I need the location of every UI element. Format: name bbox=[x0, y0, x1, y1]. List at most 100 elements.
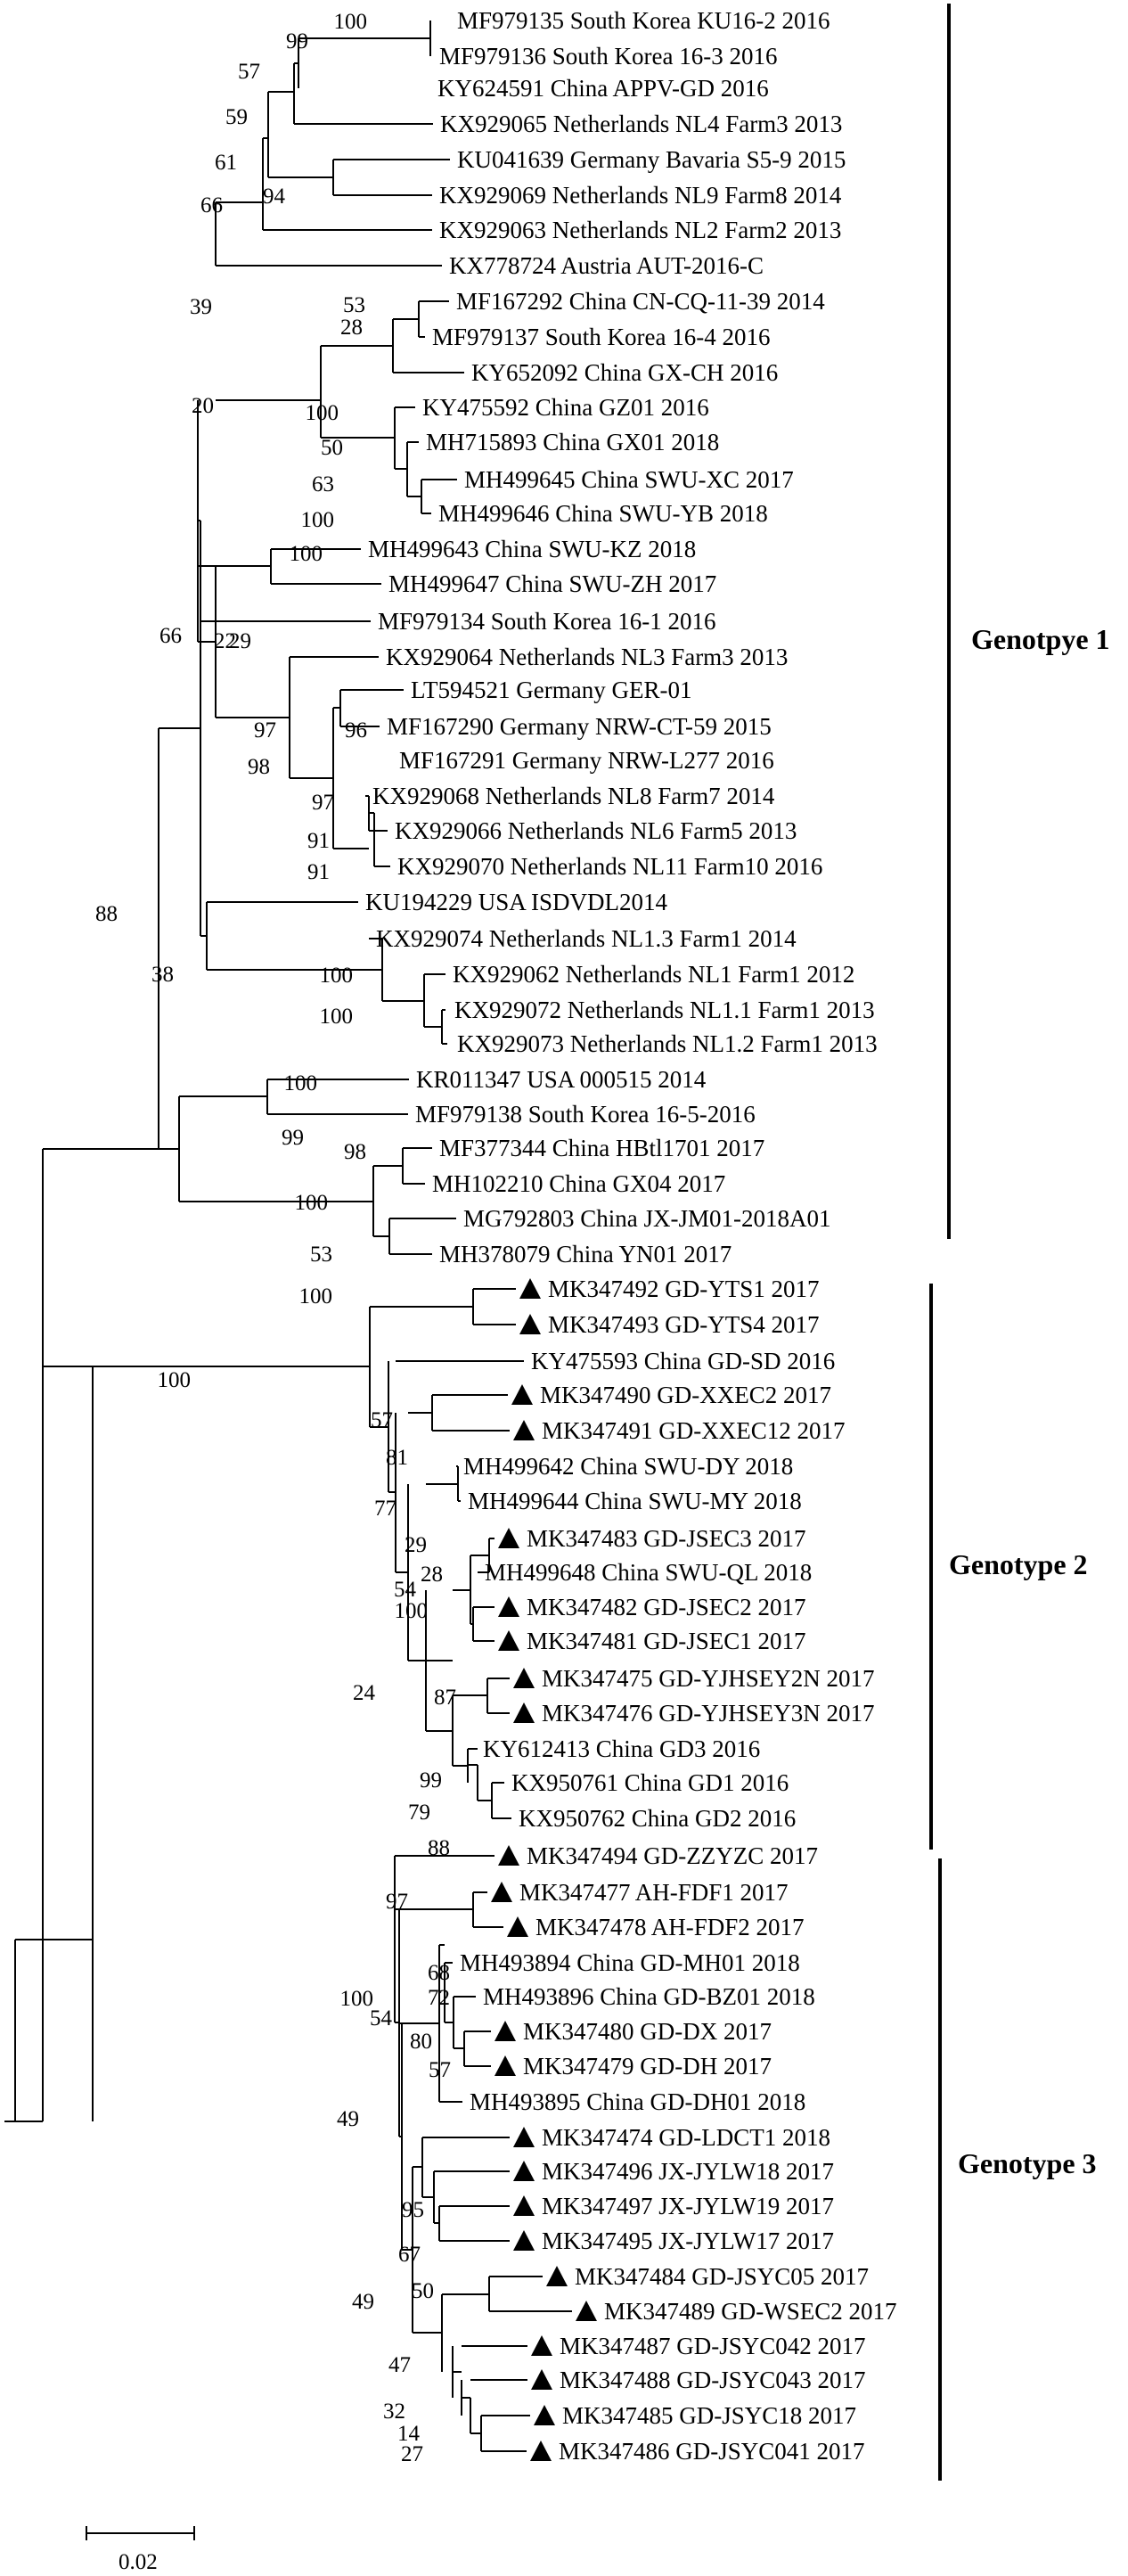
bootstrap-value: 100 bbox=[299, 1284, 333, 1309]
bootstrap-value: 39 bbox=[190, 295, 212, 319]
triangle-icon bbox=[519, 1314, 541, 1334]
triangle-icon bbox=[491, 1882, 512, 1902]
bootstrap-value: 53 bbox=[310, 1243, 332, 1267]
leaf-label: KX950762 China GD2 2016 bbox=[519, 1805, 796, 1832]
leaf-labels: MF979135 South Korea KU16-2 2016MF979136… bbox=[365, 7, 897, 2465]
bootstrap-value: 95 bbox=[402, 2198, 424, 2222]
leaf-label: MF167291 Germany NRW-L277 2016 bbox=[399, 747, 774, 774]
leaf-label: MK347488 GD-JSYC043 2017 bbox=[560, 2367, 866, 2393]
leaf-label: MF167290 Germany NRW-CT-59 2015 bbox=[387, 713, 772, 740]
leaf-label: MF167292 China CN-CQ-11-39 2014 bbox=[456, 288, 825, 315]
leaf-label: MK347494 GD-ZZYZC 2017 bbox=[527, 1842, 818, 1869]
bootstrap-value: 54 bbox=[370, 2006, 393, 2030]
bootstrap-value: 20 bbox=[192, 394, 214, 418]
bootstrap-value: 14 bbox=[397, 2422, 421, 2446]
triangle-icon bbox=[511, 1384, 533, 1405]
leaf-label: KX929062 Netherlands NL1 Farm1 2012 bbox=[453, 961, 854, 988]
leaf-label: KY475593 China GD-SD 2016 bbox=[531, 1348, 835, 1374]
bootstrap-value: 97 bbox=[254, 718, 276, 742]
bootstrap-value: 50 bbox=[412, 2279, 434, 2303]
bootstrap-value: 100 bbox=[284, 1071, 318, 1095]
leaf-label: KX950761 China GD1 2016 bbox=[511, 1769, 789, 1796]
bootstrap-value: 100 bbox=[295, 1191, 329, 1215]
leaf-label: MK347480 GD-DX 2017 bbox=[523, 2018, 772, 2045]
leaf-label: MF979138 South Korea 16-5-2016 bbox=[415, 1101, 756, 1128]
leaf-label: MH499643 China SWU-KZ 2018 bbox=[368, 536, 696, 562]
leaf-label: MH499646 China SWU-YB 2018 bbox=[438, 500, 768, 527]
triangle-icon bbox=[546, 2266, 568, 2286]
bootstrap-value: 61 bbox=[215, 151, 237, 175]
bootstrap-value: 100 bbox=[306, 401, 339, 425]
triangle-icon bbox=[513, 2161, 535, 2181]
bootstrap-value: 63 bbox=[312, 472, 334, 496]
bootstrap-value: 72 bbox=[428, 1986, 450, 2010]
leaf-label: KR011347 USA 000515 2014 bbox=[416, 1066, 707, 1093]
bootstrap-value: 100 bbox=[395, 1599, 429, 1623]
bootstrap-value: 22 bbox=[214, 629, 236, 653]
leaf-label: KX929063 Netherlands NL2 Farm2 2013 bbox=[439, 217, 841, 243]
triangle-icon bbox=[513, 1668, 535, 1688]
triangle-icon bbox=[498, 1630, 519, 1651]
triangle-markers bbox=[491, 1278, 597, 2461]
triangle-icon bbox=[530, 2441, 552, 2461]
bootstrap-value: 28 bbox=[340, 316, 363, 340]
bootstrap-value: 49 bbox=[352, 2290, 374, 2314]
triangle-icon bbox=[498, 1845, 519, 1866]
bootstrap-value: 24 bbox=[353, 1681, 376, 1705]
leaf-label: MK347489 GD-WSEC2 2017 bbox=[604, 2298, 897, 2325]
bootstrap-value: 29 bbox=[405, 1533, 427, 1557]
leaf-label: MH493896 China GD-BZ01 2018 bbox=[483, 1983, 815, 2010]
bootstrap-value: 99 bbox=[420, 1768, 442, 1793]
triangle-icon bbox=[495, 2021, 516, 2041]
leaf-label: KX778724 Austria AUT-2016-C bbox=[449, 252, 764, 279]
bootstrap-value: 100 bbox=[320, 964, 354, 988]
bootstrap-value: 66 bbox=[159, 624, 182, 648]
leaf-label: MH499642 China SWU-DY 2018 bbox=[463, 1453, 793, 1480]
bootstrap-value: 87 bbox=[434, 1686, 456, 1710]
leaf-label: KX929073 Netherlands NL1.2 Farm1 2013 bbox=[457, 1030, 878, 1057]
leaf-label: KX929070 Netherlands NL11 Farm10 2016 bbox=[397, 853, 822, 880]
leaf-label: MK347496 JX-JYLW18 2017 bbox=[542, 2158, 834, 2185]
leaf-label: MK347490 GD-XXEC2 2017 bbox=[540, 1382, 831, 1408]
bootstrap-value: 97 bbox=[386, 1890, 408, 1914]
scale-bar-label: 0.02 bbox=[119, 2550, 158, 2574]
triangle-icon bbox=[495, 2055, 516, 2076]
bootstrap-value: 88 bbox=[95, 902, 118, 926]
bootstrap-value: 100 bbox=[301, 508, 335, 532]
leaf-label: KX929069 Netherlands NL9 Farm8 2014 bbox=[439, 182, 842, 209]
leaf-label: MH499647 China SWU-ZH 2017 bbox=[388, 570, 716, 597]
leaf-label: MF979135 South Korea KU16-2 2016 bbox=[457, 7, 830, 34]
bootstrap-value: 27 bbox=[401, 2442, 423, 2466]
leaf-label: MH715893 China GX01 2018 bbox=[426, 429, 719, 455]
genotype-1-label: Genotpye 1 bbox=[971, 623, 1110, 655]
bootstrap-value: 98 bbox=[344, 1140, 366, 1164]
triangle-icon bbox=[498, 1528, 519, 1548]
leaf-label: KX929065 Netherlands NL4 Farm3 2013 bbox=[440, 111, 842, 137]
leaf-label: MK347478 AH-FDF2 2017 bbox=[535, 1914, 805, 1940]
triangle-icon bbox=[513, 2195, 535, 2216]
bootstrap-value: 47 bbox=[388, 2353, 411, 2377]
leaf-label: MK347486 GD-JSYC041 2017 bbox=[559, 2438, 865, 2465]
leaf-label: KY475592 China GZ01 2016 bbox=[422, 394, 709, 421]
triangle-icon bbox=[513, 1702, 535, 1723]
bootstrap-value: 67 bbox=[398, 2243, 421, 2267]
triangle-icon bbox=[498, 1596, 519, 1617]
triangle-icon bbox=[513, 2127, 535, 2147]
bootstrap-value: 29 bbox=[229, 629, 251, 653]
leaf-label: MF979136 South Korea 16-3 2016 bbox=[439, 43, 778, 70]
bootstrap-value: 98 bbox=[248, 755, 270, 779]
bootstrap-value: 100 bbox=[320, 1005, 354, 1029]
bootstrap-value: 28 bbox=[421, 1563, 443, 1587]
leaf-label: KX929072 Netherlands NL1.1 Farm1 2013 bbox=[454, 997, 875, 1023]
triangle-icon bbox=[531, 2335, 552, 2356]
bootstrap-value: 50 bbox=[321, 436, 343, 460]
leaf-label: KX929064 Netherlands NL3 Farm3 2013 bbox=[386, 644, 788, 670]
leaf-label: MH493894 China GD-MH01 2018 bbox=[460, 1949, 800, 1976]
bootstrap-value: 66 bbox=[200, 193, 223, 217]
leaf-label: MK347495 JX-JYLW17 2017 bbox=[542, 2227, 834, 2254]
bootstrap-value: 99 bbox=[286, 29, 308, 53]
leaf-label: MK347487 GD-JSYC042 2017 bbox=[560, 2333, 866, 2359]
triangle-icon bbox=[513, 1420, 535, 1440]
bootstrap-value: 53 bbox=[343, 293, 365, 317]
